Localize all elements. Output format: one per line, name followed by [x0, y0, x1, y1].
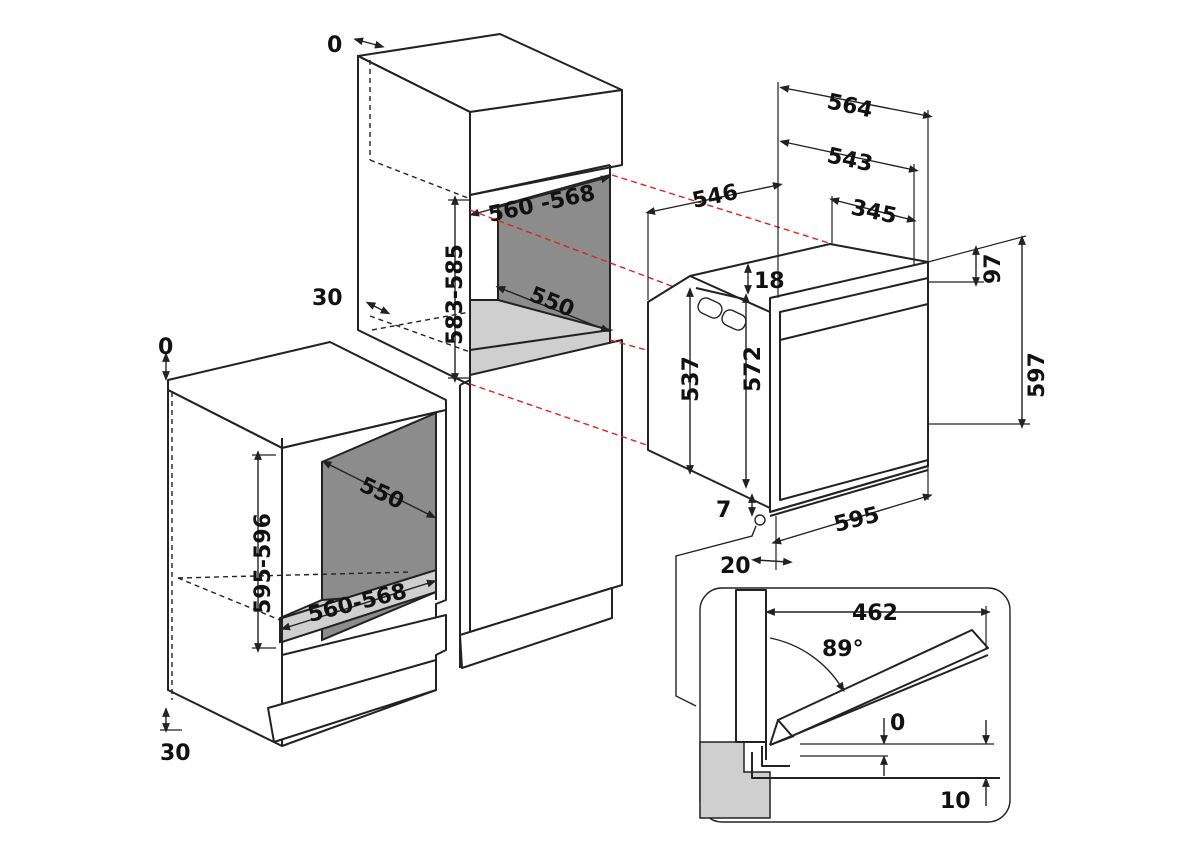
label-left-bottom-30: 30	[160, 741, 191, 766]
door-detail-callout	[675, 525, 1011, 823]
label-oven-gap-7: 7	[716, 498, 731, 523]
label-tall-side-30: 30	[312, 286, 343, 311]
label-door-zero: 0	[890, 711, 905, 736]
label-oven-depth-543: 543	[825, 143, 875, 177]
label-oven-top-97: 97	[981, 253, 1006, 284]
label-oven-width-595: 595	[831, 502, 882, 537]
label-door-gap-10: 10	[940, 789, 971, 814]
oven-door	[777, 629, 989, 737]
under-counter-cabinet	[160, 341, 447, 747]
tall-cabinet-lower	[469, 339, 623, 633]
label-oven-height-597: 597	[1025, 352, 1050, 398]
label-oven-body-572: 572	[741, 346, 766, 392]
label-oven-depth-564: 564	[825, 89, 875, 123]
label-oven-body-537: 537	[679, 356, 704, 402]
label-tall-top-zero: 0	[327, 33, 342, 58]
label-door-width-462: 462	[852, 601, 898, 626]
label-oven-gap-18: 18	[754, 269, 785, 294]
label-oven-gap-20: 20	[720, 554, 751, 579]
label-tall-height-range: 583-585	[443, 244, 468, 345]
label-oven-depth-546: 546	[690, 180, 740, 214]
detail-frame	[699, 587, 1011, 823]
label-left-height-range: 595-596	[251, 513, 276, 614]
detail-callout-point	[754, 514, 766, 526]
tall-cabinet	[353, 33, 623, 669]
label-door-angle: 89°	[822, 637, 864, 662]
vent-slot-1	[697, 297, 723, 319]
label-oven-depth-345: 345	[849, 195, 899, 229]
label-left-top-zero: 0	[158, 335, 173, 360]
oven-unit	[645, 82, 1030, 570]
